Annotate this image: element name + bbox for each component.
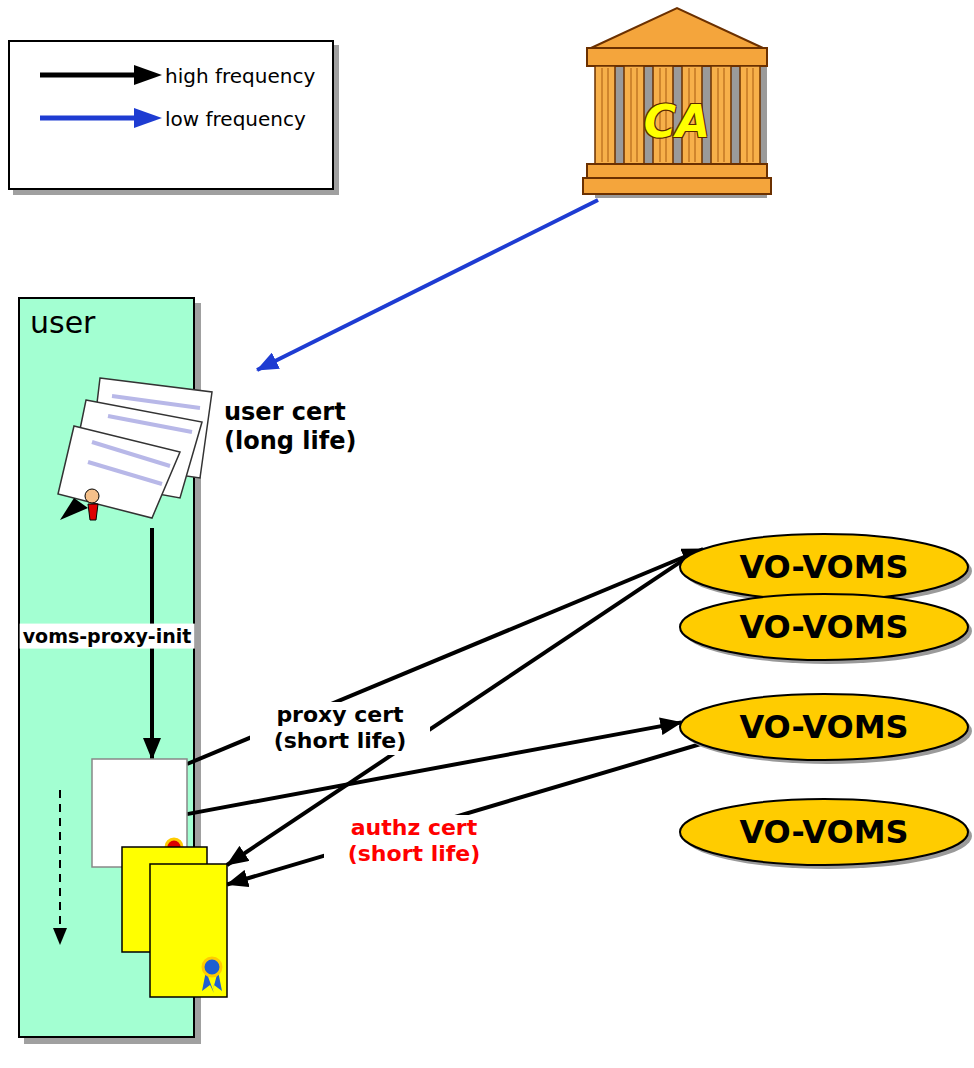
server-label: VO-VOMS xyxy=(739,709,908,746)
dashed-arrow-head xyxy=(53,928,67,945)
voms-server: VO-VOMS xyxy=(678,532,970,602)
server-label: VO-VOMS xyxy=(739,609,908,646)
building-base xyxy=(587,164,767,178)
paper-stripe xyxy=(108,416,192,432)
dashed-arrow xyxy=(59,790,61,930)
certificate-label: user cert (long life) xyxy=(224,398,416,456)
figure-head xyxy=(85,489,99,503)
text-holder: user cert (long life) xyxy=(224,398,416,456)
legend-low-head xyxy=(134,108,162,128)
text-holder: voms-proxy-init xyxy=(20,624,195,649)
text-holder: VO-VOMS xyxy=(678,797,970,867)
shape-outline xyxy=(122,847,227,997)
text-holder: authz cert (short life) xyxy=(324,815,504,868)
text-holder: VO-VOMS xyxy=(678,692,970,762)
building-column xyxy=(624,66,644,164)
panel-title: user xyxy=(30,305,180,341)
column-flute xyxy=(602,68,603,162)
paper-stripe xyxy=(112,396,200,408)
text-holder: proxy cert (short life) xyxy=(250,702,430,755)
edge-label: voms-proxy-init xyxy=(20,624,195,649)
building-column xyxy=(595,66,615,164)
authz-certificate: authz cert (short life) xyxy=(122,847,227,997)
column-flute xyxy=(608,68,609,162)
server-label: VO-VOMS xyxy=(739,549,908,586)
building-roof xyxy=(591,8,763,48)
ellipse-outline xyxy=(680,534,968,600)
paper-stripe xyxy=(92,442,170,466)
building-column xyxy=(740,66,760,164)
high-frequency-arrow xyxy=(227,744,701,885)
ca-label: CA xyxy=(583,96,771,149)
ca-building: CA xyxy=(583,4,771,200)
authz-label: authz cert (short life) xyxy=(324,815,504,868)
legend-box: high frequency low frequency xyxy=(8,40,334,190)
voms-server: VO-VOMS xyxy=(678,797,970,867)
text-holder: VO-VOMS xyxy=(678,592,970,662)
column-flute xyxy=(718,68,719,162)
ellipse-outline xyxy=(680,799,968,865)
proxy-label: proxy cert (short life) xyxy=(250,702,430,755)
text-holder: CA xyxy=(583,96,771,149)
building-frieze xyxy=(587,48,767,66)
text-holder: low frequency xyxy=(165,107,306,131)
blue-seal xyxy=(203,958,221,976)
legend-label: high frequency xyxy=(165,64,315,88)
column-flute xyxy=(724,68,725,162)
column-flute xyxy=(747,68,748,162)
voms-server: VO-VOMS xyxy=(678,592,970,662)
legend-label: low frequency xyxy=(165,107,306,131)
ellipse-outline xyxy=(680,594,968,660)
user-certificate: user cert (long life) xyxy=(52,370,417,528)
figure-tie xyxy=(88,504,98,520)
user-panel: useruser cert (long life)proxy cert (sho… xyxy=(18,297,195,1038)
paper-stripe xyxy=(88,462,162,484)
ellipse-outline xyxy=(680,694,968,760)
ribbon xyxy=(60,498,88,520)
legend-high-sample xyxy=(40,73,138,78)
column-flute xyxy=(753,68,754,162)
building-steps xyxy=(583,178,771,194)
column-flute xyxy=(631,68,632,162)
voms-server: VO-VOMS xyxy=(678,692,970,762)
text-holder: VO-VOMS xyxy=(678,532,970,602)
column-flute xyxy=(637,68,638,162)
authz-document xyxy=(150,864,227,997)
server-label: VO-VOMS xyxy=(739,814,908,851)
text-holder: user xyxy=(30,305,180,341)
legend-low-sample xyxy=(40,116,138,121)
building-column xyxy=(711,66,731,164)
text-holder: high frequency xyxy=(165,64,315,88)
low-frequency-arrow xyxy=(257,200,598,370)
legend-high-head xyxy=(134,65,162,85)
